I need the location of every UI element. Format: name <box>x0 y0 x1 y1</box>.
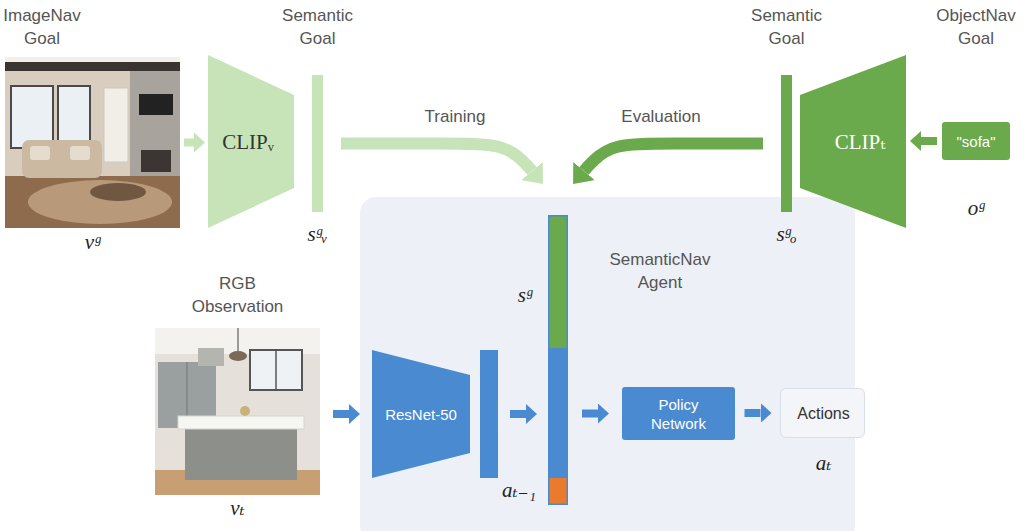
hearth <box>141 150 171 172</box>
embedding-bar: Semantic Goalsᵍₒ <box>781 75 792 212</box>
trapezoid-shape <box>800 55 906 228</box>
trapezoid-shape <box>372 350 470 478</box>
wall <box>155 328 320 495</box>
math-symbol: sᵍₒ <box>776 222 796 246</box>
bar-shape <box>781 75 792 212</box>
backbone-block: ResNet-50 <box>372 350 498 478</box>
television <box>139 94 173 115</box>
flow-arrow <box>921 137 937 145</box>
flow-arrow <box>510 410 526 418</box>
vector-outline <box>549 216 568 505</box>
cushion <box>30 146 50 160</box>
flow-arrow <box>341 144 532 172</box>
action-segment <box>548 478 568 505</box>
goal-word: "sofa" <box>956 132 995 151</box>
range-hood <box>198 348 224 366</box>
output-box: Actionsaₜ <box>780 388 865 438</box>
module-label: ResNet-50 <box>385 405 457 424</box>
countertop <box>178 416 304 429</box>
flow-arrow <box>584 144 763 172</box>
encoder-label: CLIPᵥ <box>222 130 274 154</box>
process-box: Policy Network <box>622 387 735 440</box>
math-symbol: oᵍ <box>968 196 985 220</box>
panel-layer <box>360 197 855 531</box>
input-heading: RGB Observation <box>192 272 284 318</box>
window <box>58 86 90 148</box>
edge-label: Training <box>425 106 486 128</box>
math-symbol: aₜ <box>816 451 832 475</box>
shelf <box>104 88 128 162</box>
feature-vector: sᵍaₜ₋₁ <box>548 215 568 505</box>
goal-heading: Semantic Goal <box>751 4 822 50</box>
goal-heading: ObjectNav Goal <box>936 4 1015 50</box>
fireplace <box>130 71 180 183</box>
visual-segment <box>548 348 568 478</box>
math-symbol: sᵍ <box>518 283 532 307</box>
agent-heading: SemanticNav Agent <box>609 248 710 294</box>
embedding-bar: Semantic Goalsᵍᵥ <box>312 75 323 212</box>
encoder-label: CLIPₜ <box>835 130 886 154</box>
math-symbol: sᵍᵥ <box>307 222 327 246</box>
node-outline <box>548 215 568 505</box>
flow-arrow <box>745 409 761 417</box>
pendant-lamp <box>229 351 247 361</box>
goal-box: ObjectNav Goal"sofa"oᵍ <box>942 122 1010 160</box>
window <box>11 86 53 148</box>
wall <box>5 57 180 228</box>
rug <box>28 180 172 224</box>
table <box>90 183 146 201</box>
sofa <box>22 140 102 178</box>
observation-image: RGB Observationvₜ <box>155 328 320 495</box>
island <box>185 428 297 480</box>
kitchen-photo <box>155 328 320 495</box>
feature-bar <box>480 350 498 478</box>
output-label: Actions <box>797 404 849 424</box>
agent-panel <box>360 197 855 531</box>
math-symbol: aₜ₋₁ <box>502 478 536 502</box>
cushion <box>70 146 90 160</box>
flow-arrow <box>582 410 598 418</box>
beam <box>5 62 180 71</box>
lamp-cord <box>238 328 239 352</box>
encoder-block: CLIPᵥ <box>208 55 294 228</box>
node-outline <box>781 75 792 212</box>
goal-heading: ImageNav Goal <box>3 4 80 50</box>
edge-label: Evaluation <box>621 106 700 128</box>
math-symbol: vₜ <box>230 496 245 520</box>
living-room-photo <box>5 57 180 228</box>
encoder-block: CLIPₜ <box>800 55 906 228</box>
goal-image: ImageNav Goalvᵍ <box>5 57 180 228</box>
bowl <box>240 406 250 416</box>
goal-heading: Semantic Goal <box>282 4 353 50</box>
node-outline <box>312 75 323 212</box>
module-label: Policy Network <box>651 395 706 433</box>
agent-region: SemanticNav AgentResNet-50sᵍaₜ₋₁Policy N… <box>360 197 855 531</box>
trapezoid-shape <box>208 55 294 228</box>
floor <box>5 176 180 228</box>
flow-arrow <box>333 410 349 418</box>
goal-segment <box>548 215 568 348</box>
window-frame <box>275 350 277 390</box>
flow-arrow <box>184 139 194 147</box>
bar-shape <box>312 75 323 212</box>
math-symbol: vᵍ <box>85 230 100 254</box>
window <box>250 350 302 390</box>
